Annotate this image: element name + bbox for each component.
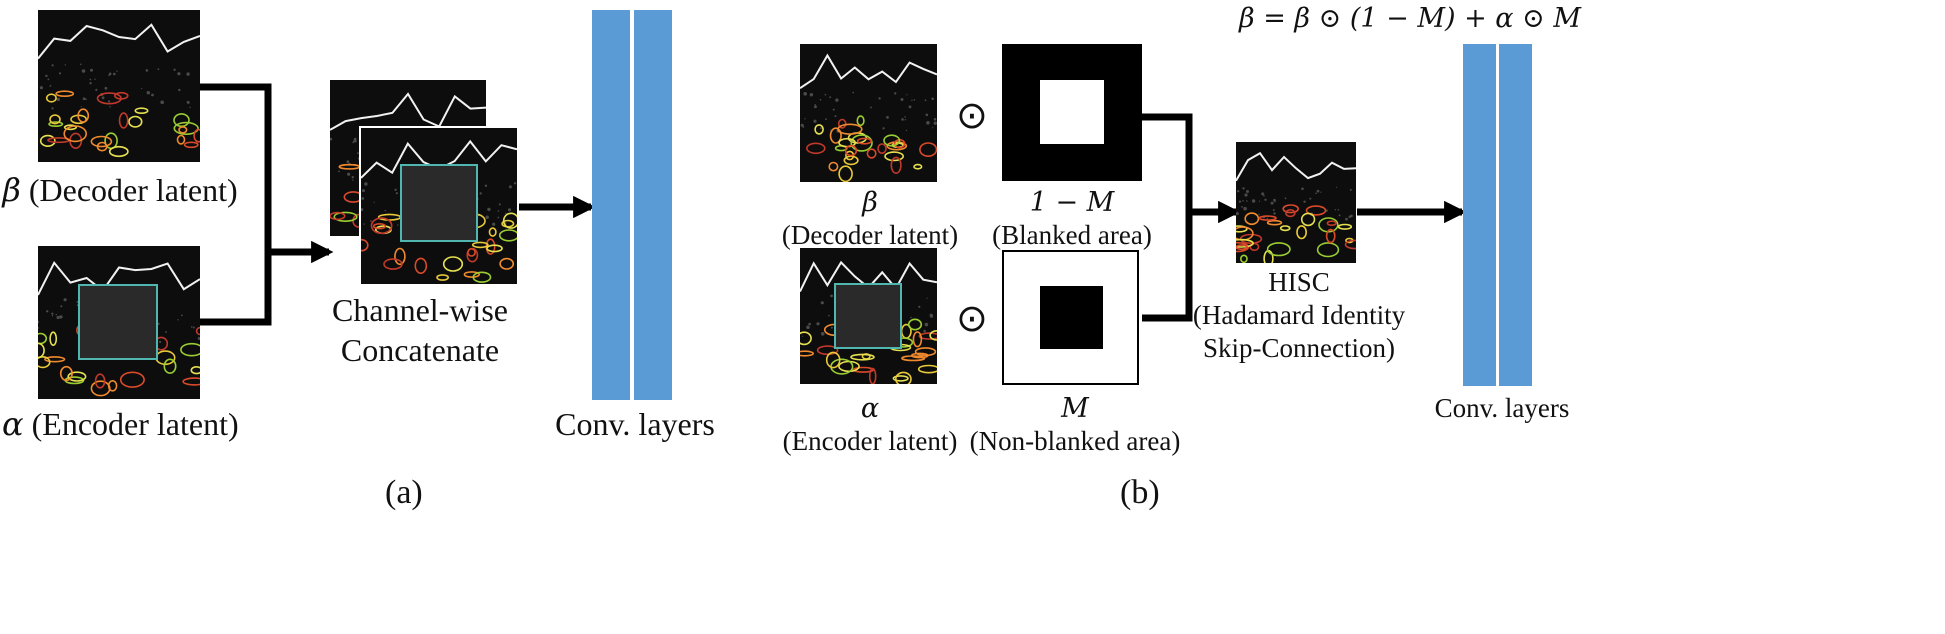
concat-label: Channel-wise Concatenate xyxy=(300,290,540,370)
panel-a-wires xyxy=(200,83,596,326)
hadamard-op-bottom: ⊙ xyxy=(956,296,988,340)
feature-map-texture xyxy=(1236,151,1356,263)
decoder-latent-image xyxy=(38,10,200,162)
concat-label-line2: Concatenate xyxy=(340,332,500,368)
mask-text: (Non-blanked area) xyxy=(969,426,1181,456)
blanked-region xyxy=(78,284,158,360)
b-encoder-text: (Encoder latent) xyxy=(782,426,958,456)
hisc-image xyxy=(1236,142,1356,263)
b-encoder-latent-image xyxy=(800,248,937,384)
inverted-mask xyxy=(1002,44,1142,181)
hisc-label: HISC (Hadamard Identity Skip-Connection) xyxy=(1190,266,1408,365)
b-blanked-region xyxy=(834,283,902,349)
b-encoder-label: α (Encoder latent) xyxy=(770,392,970,458)
mask-symbol: M xyxy=(1061,393,1089,424)
encoder-latent-image xyxy=(38,246,200,399)
b-alpha-symbol: α xyxy=(860,393,880,424)
encoder-latent-label: α (Encoder latent) xyxy=(2,404,239,444)
mask xyxy=(1002,250,1139,385)
feature-map-texture xyxy=(38,23,200,158)
beta-wire xyxy=(200,83,272,252)
inverted-mask-hole xyxy=(1040,80,1104,144)
hisc-line2: (Hadamard Identity xyxy=(1192,300,1406,330)
mask-label: M (Non-blanked area) xyxy=(955,392,1195,458)
b-decoder-label: β (Decoder latent) xyxy=(770,186,970,252)
b-conv-layer-bar-2 xyxy=(1499,44,1532,386)
encoder-latent-text: (Encoder latent) xyxy=(23,406,239,442)
b-beta-symbol: β xyxy=(862,187,878,218)
alpha-wire xyxy=(200,252,272,326)
hadamard-op-top: ⊙ xyxy=(956,93,988,137)
mask-core xyxy=(1040,286,1103,349)
inv-mask-wire xyxy=(1142,113,1193,212)
mask-wire xyxy=(1142,212,1193,322)
decoder-latent-label: β (Decoder latent) xyxy=(2,170,238,210)
b-decoder-text: (Decoder latent) xyxy=(781,220,959,250)
panel-b-wires xyxy=(1142,113,1467,322)
feature-map-texture xyxy=(800,260,937,384)
feature-map-texture xyxy=(38,260,200,397)
conv-layer-bar-2 xyxy=(634,10,672,400)
alpha-symbol: α xyxy=(2,405,24,443)
b-conv-layer-bar-1 xyxy=(1463,44,1496,386)
feature-map-texture xyxy=(800,53,937,182)
conv-label-a: Conv. layers xyxy=(555,406,715,442)
b-decoder-latent-image xyxy=(800,44,937,182)
conv-label-b: Conv. layers xyxy=(1434,393,1570,423)
formula-text: β = β ⊙ (1 − M) + α ⊙ M xyxy=(1239,3,1581,34)
decoder-latent-text: (Decoder latent) xyxy=(20,172,238,208)
conv-layer-bar-1 xyxy=(592,10,630,400)
formula: β = β ⊙ (1 − M) + α ⊙ M xyxy=(1150,0,1670,37)
hisc-line3: Skip-Connection) xyxy=(1203,333,1395,363)
concat-label-line1: Channel-wise xyxy=(332,292,508,328)
caption-b: (b) xyxy=(1120,474,1160,511)
concat-front-image xyxy=(359,126,519,286)
inv-mask-text: (Blanked area) xyxy=(992,220,1152,250)
concat-blanked-region xyxy=(400,164,478,242)
caption-a: (a) xyxy=(385,474,423,511)
inv-mask-symbol: 1 − M xyxy=(1029,187,1115,218)
beta-symbol: β xyxy=(2,171,21,209)
inv-mask-label: 1 − M (Blanked area) xyxy=(972,186,1172,252)
hisc-line1: HISC xyxy=(1268,267,1330,297)
